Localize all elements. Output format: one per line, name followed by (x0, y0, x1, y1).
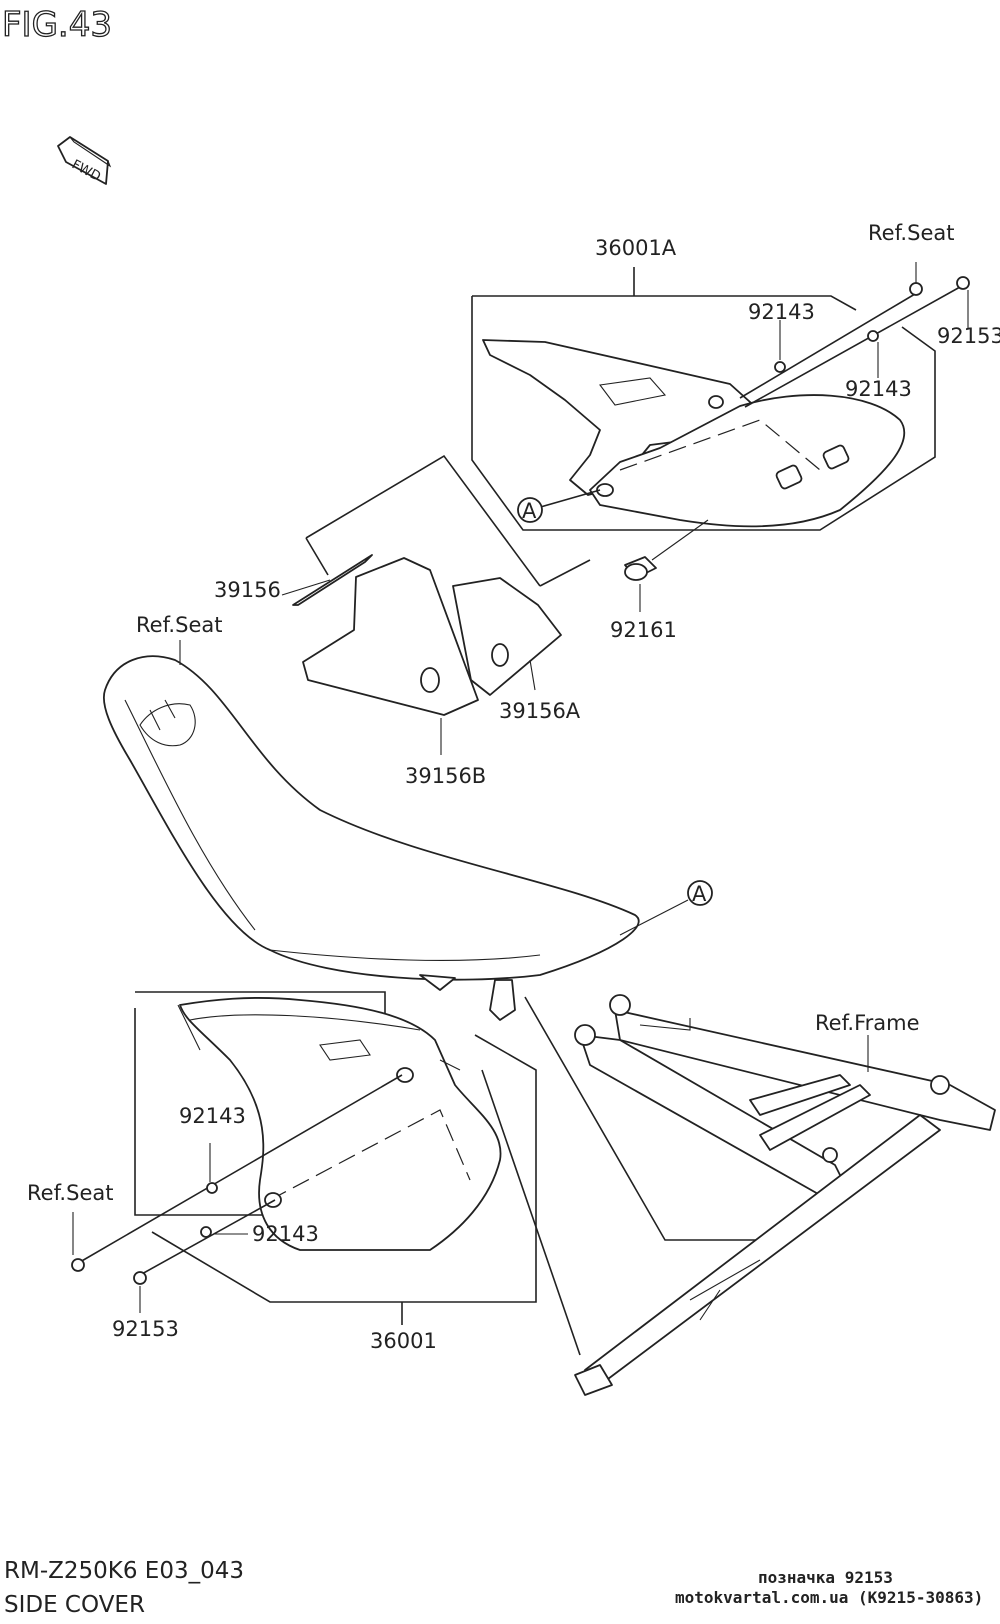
group-bracket-36001A (471, 267, 936, 531)
decal-group-bracket (305, 454, 591, 587)
callout-ref-seat-top: Ref.Seat (868, 221, 954, 245)
svg-text:A: A (522, 499, 537, 523)
callout-92153-bottom: 92153 (112, 1317, 179, 1341)
figure-title: FIG.43 (2, 5, 112, 45)
callout-92143-left: 92143 (179, 1104, 246, 1128)
washer-92143-left-icon[interactable] (206, 1182, 218, 1194)
callout-92153-top: 92153 (937, 324, 1000, 348)
washer-92143-bottom-icon[interactable] (200, 1226, 212, 1238)
mount-hole (708, 395, 724, 409)
callout-39156B: 39156B (405, 764, 486, 788)
callout-92143-top-right: 92143 (845, 377, 912, 401)
screw-ref-seat-left-icon (71, 1258, 85, 1272)
side-cover-36001A[interactable] (482, 339, 906, 528)
callout-92143-bottom: 92143 (252, 1222, 319, 1246)
callout-92161: 92161 (610, 618, 677, 642)
reference-marker-a-top: A (517, 497, 543, 523)
grommet-92161[interactable] (624, 556, 657, 581)
mount-hole (596, 483, 614, 497)
callout-39156: 39156 (214, 578, 281, 602)
callout-ref-seat-left: Ref.Seat (27, 1181, 113, 1205)
reference-marker-a-seat: A (687, 880, 713, 906)
callout-39156A: 39156A (499, 699, 581, 723)
callout-ref-seat-mid: Ref.Seat (136, 613, 222, 637)
forward-arrow-icon: FWD (57, 136, 112, 185)
mount-hole (396, 1067, 414, 1083)
model-code: RM-Z250K6 E03_043 (4, 1558, 244, 1584)
source-credit: motokvartal.com.ua (K9215-30863) (675, 1588, 983, 1607)
decal-39156[interactable] (292, 554, 373, 606)
grommet-mount (822, 444, 850, 470)
callout-36001: 36001 (370, 1329, 437, 1353)
svg-text:A: A (692, 882, 707, 906)
seat-reference (103, 655, 640, 1021)
screw-92153-top-icon[interactable] (956, 276, 970, 290)
decal-hole (420, 667, 440, 693)
selected-part-note: позначка 92153 (758, 1568, 893, 1587)
decal-39156B[interactable] (302, 557, 479, 716)
section-name: SIDE COVER (4, 1592, 145, 1618)
side-cover-36001[interactable] (177, 997, 502, 1251)
decal-hole (491, 643, 509, 667)
grommet-mount (775, 464, 803, 490)
callout-ref-frame: Ref.Frame (815, 1011, 920, 1035)
washer-92143-top-right-icon[interactable] (867, 330, 879, 342)
cover-logo (319, 1039, 371, 1061)
decal-39156A[interactable] (452, 577, 562, 696)
screw-92153-bottom-icon[interactable] (133, 1271, 147, 1285)
washer-92143-top-left-icon[interactable] (774, 361, 786, 373)
callout-92143-top-left: 92143 (748, 300, 815, 324)
callout-36001A: 36001A (595, 236, 677, 260)
screw-ref-seat-top-icon (909, 282, 923, 296)
frame-reference (524, 994, 996, 1396)
